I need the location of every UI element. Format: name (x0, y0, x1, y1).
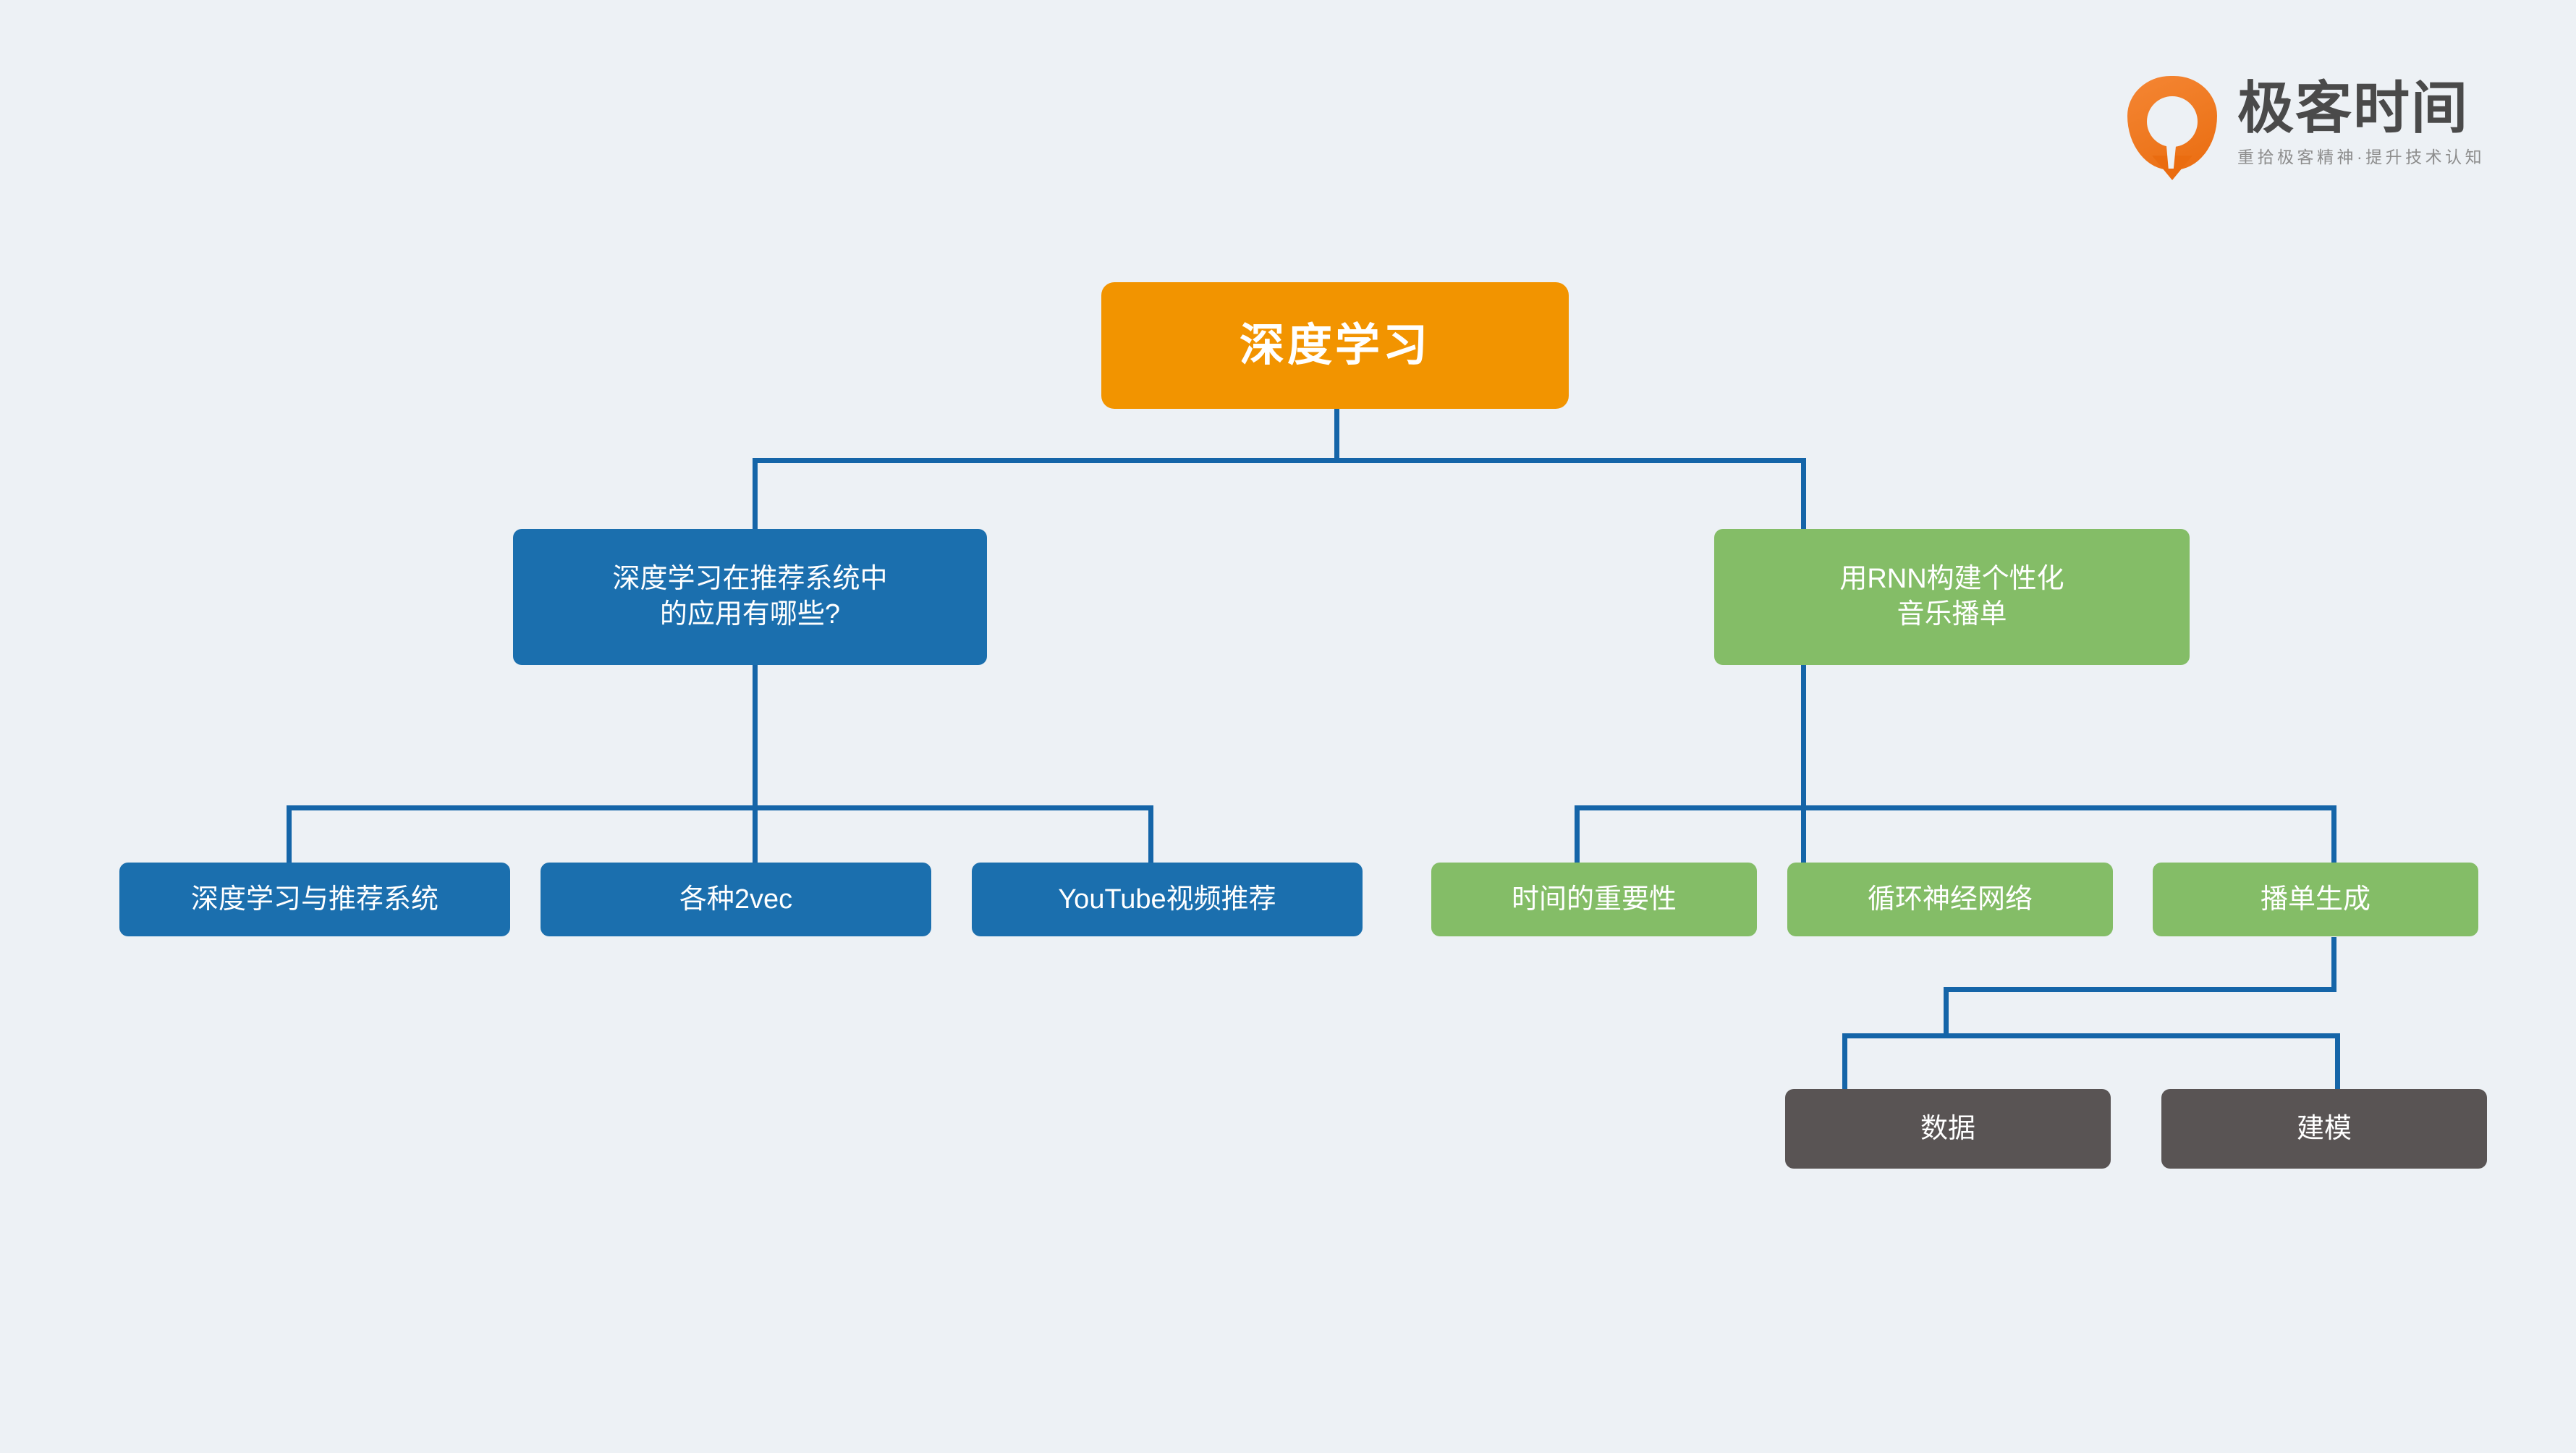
node-data-label: 数据 (1920, 1113, 1975, 1144)
geektime-drop-logo-icon (2127, 76, 2217, 170)
connector-playlist-jog (1944, 987, 2336, 992)
connector-playlist-child-1 (1842, 1033, 1847, 1093)
node-deep-learning-recsys-label: 深度学习与推荐系统 (190, 884, 438, 915)
brand-tagline: 重拾极客精神·提升技术认知 (2237, 148, 2486, 167)
connector-root-to-left-branch (753, 458, 758, 530)
connector-right-child-3 (2331, 805, 2336, 865)
connector-playlist-drop (1944, 987, 1949, 1037)
brand-text: 极客时间 重拾极客精神·提升技术认知 (2237, 75, 2486, 169)
brand-logo: 极客时间 重拾极客精神·提升技术认知 (2127, 76, 2485, 170)
connector-right-child-2 (1801, 805, 1806, 865)
connector-left-branch-bus (287, 805, 1153, 810)
node-branch-right[interactable]: 用RNN构建个性化 音乐播单 (1714, 529, 2190, 665)
connector-root-stem (1334, 407, 1339, 462)
node-rnn-label: 循环神经网络 (1867, 884, 2033, 915)
node-playlist-generation-label: 播单生成 (2260, 884, 2370, 915)
connector-root-to-right-branch (1801, 458, 1806, 530)
node-modeling-label: 建模 (2296, 1113, 2352, 1144)
brand-name: 极客时间 (2237, 75, 2470, 140)
node-modeling[interactable]: 建模 (2161, 1089, 2487, 1169)
connector-playlist-child-2 (2335, 1033, 2340, 1093)
connector-playlist-bus (1842, 1033, 2340, 1038)
node-branch-right-label: 用RNN构建个性化 音乐播单 (1839, 564, 2064, 630)
node-branch-left[interactable]: 深度学习在推荐系统中 的应用有哪些? (513, 529, 987, 665)
node-importance-of-time[interactable]: 时间的重要性 (1431, 863, 1757, 936)
node-importance-of-time-label: 时间的重要性 (1511, 884, 1677, 915)
connector-left-child-3 (1148, 805, 1153, 865)
node-playlist-generation[interactable]: 播单生成 (2153, 863, 2478, 936)
connector-right-branch-bus (1575, 805, 2336, 810)
node-youtube-video-rec[interactable]: YouTube视频推荐 (972, 863, 1363, 936)
node-various-2vec[interactable]: 各种2vec (541, 863, 931, 936)
connector-root-bus (753, 458, 1806, 463)
node-data[interactable]: 数据 (1785, 1089, 2111, 1169)
connector-left-branch-stem (753, 664, 758, 806)
node-deep-learning-recsys[interactable]: 深度学习与推荐系统 (119, 863, 510, 936)
node-root-label: 深度学习 (1239, 320, 1431, 370)
connector-left-child-1 (287, 805, 292, 865)
connector-left-child-2 (753, 805, 758, 865)
connector-right-child-1 (1575, 805, 1580, 865)
node-branch-left-label: 深度学习在推荐系统中 的应用有哪些? (612, 564, 888, 630)
node-various-2vec-label: 各种2vec (679, 884, 793, 915)
connector-playlist-stem (2331, 937, 2336, 991)
node-youtube-video-rec-label: YouTube视频推荐 (1058, 884, 1276, 915)
node-rnn[interactable]: 循环神经网络 (1787, 863, 2113, 936)
connector-right-branch-stem (1801, 664, 1806, 806)
node-root[interactable]: 深度学习 (1101, 282, 1569, 409)
